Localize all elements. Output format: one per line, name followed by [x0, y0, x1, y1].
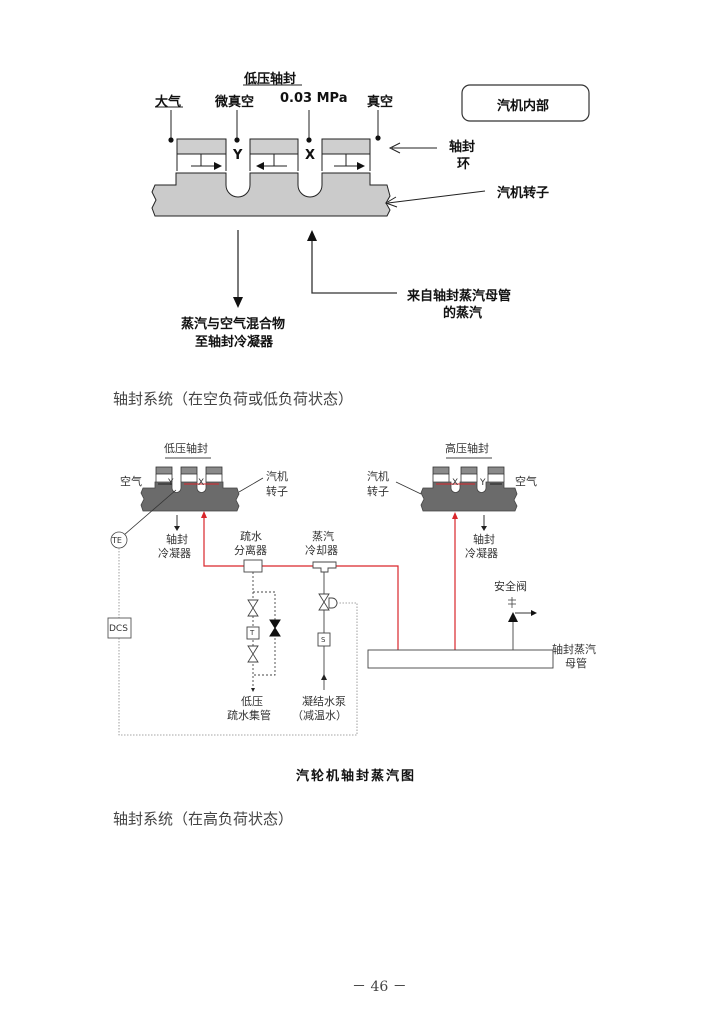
drain-separator-box: [243, 559, 263, 573]
steam-cooler-label-2: 冷却器: [305, 544, 338, 557]
steam-cooler-shape: [312, 561, 337, 573]
diagram2-drawing: [107, 457, 554, 736]
desuperheat-valve: [318, 593, 330, 611]
valve-actuator: [328, 597, 338, 609]
header-label-2: 母管: [565, 657, 587, 670]
hp-y-label: Y: [480, 478, 486, 488]
steam-cooler-label-1: 蒸汽: [312, 530, 334, 543]
label-micro-vacuum: 微真空: [215, 95, 255, 110]
label-seal-ring-2: 环: [457, 157, 471, 172]
pump-label-1: 凝结水泵: [302, 695, 346, 708]
label-to-condenser-2: 至轴封冷凝器: [195, 335, 274, 350]
from-header-arrowhead: [307, 230, 317, 241]
pointer-lines: [170, 110, 379, 139]
strainer-label: S: [321, 636, 326, 644]
turbine-inside-label: 汽机内部: [497, 99, 550, 114]
hp-rotor-label-1: 汽机: [367, 470, 389, 483]
turbine-inside-box: [461, 84, 590, 122]
label-atmosphere: 大气: [155, 95, 182, 110]
lp-condenser-label-1: 轴封: [166, 533, 188, 546]
label-y: Y: [233, 148, 243, 163]
safety-valve-spring: [508, 597, 516, 608]
pump-label-2: （减温水）: [292, 709, 347, 722]
lp-y-label: Y: [168, 478, 174, 488]
lp-drain-label-2: 疏水集管: [227, 709, 271, 722]
seal-ring-arrowhead: [388, 142, 401, 154]
lp-condenser-arrowhead: [174, 526, 180, 531]
label-rotor: 汽机转子: [497, 186, 550, 201]
hp-condenser-label-1: 轴封: [473, 533, 495, 546]
lp-rotor-label-2: 转子: [266, 485, 288, 498]
hp-air-label: 空气: [515, 475, 537, 488]
lp-seal-ring-legs: [155, 474, 223, 482]
control-signal-lines: [118, 548, 358, 736]
hp-rotor: [420, 481, 518, 512]
label-vacuum: 真空: [367, 95, 394, 110]
rotor-pointer: [387, 190, 486, 204]
lp-seal-title: 低压轴封: [164, 442, 208, 455]
drain-valves: [247, 599, 259, 663]
hp-x-label: X: [452, 478, 459, 488]
figure-title: 汽轮机轴封蒸汽图: [296, 769, 417, 784]
hp-seal-ring-legs: [432, 474, 505, 482]
diagram1-title: 低压轴封: [244, 72, 297, 87]
te-label: TE: [112, 536, 122, 545]
lp-seal-rings: [155, 466, 223, 475]
label-from-header-2: 的蒸汽: [443, 306, 483, 321]
label-pressure: 0.03 MPa: [280, 91, 348, 106]
pointer-dots: [168, 135, 381, 143]
caption-high-load: 轴封系统（在高负荷状态）: [113, 810, 294, 828]
safety-valve-outlet-arrow: [531, 610, 537, 616]
pump-arrowhead: [321, 674, 327, 680]
seal-rings: [176, 138, 371, 171]
lp-drain-label-1: 低压: [241, 695, 263, 708]
label-seal-ring-1: 轴封: [449, 140, 476, 155]
trap-box: [246, 626, 260, 640]
rotor-arrowhead: [384, 196, 398, 208]
page-number: － 46 －: [352, 979, 407, 995]
trap-label: T: [250, 629, 255, 637]
drain-separator-label-2: 分离器: [234, 544, 267, 557]
lp-rotor-pointer: [238, 477, 264, 493]
drain-separator-label-1: 疏水: [240, 530, 262, 543]
hp-seal-rings: [432, 466, 505, 475]
lp-steam-arrowhead: [201, 511, 207, 518]
safety-valve-label: 安全阀: [494, 580, 527, 593]
hp-steam-arrowhead: [452, 512, 458, 519]
to-condenser-arrowhead: [233, 297, 243, 308]
hp-condenser-label-2: 冷凝器: [465, 547, 498, 560]
hp-rotor-label-2: 转子: [367, 485, 389, 498]
drain-arrowhead: [251, 688, 255, 692]
hp-seal-title: 高压轴封: [445, 442, 489, 455]
header-label-1: 轴封蒸汽: [552, 643, 596, 656]
lp-condenser-label-2: 冷凝器: [158, 547, 191, 560]
te-signal-line: [123, 489, 177, 536]
label-from-header-1: 来自轴封蒸汽母管: [407, 289, 512, 304]
strainer-box: [317, 632, 331, 647]
bypass-valve-closed: [269, 619, 281, 637]
drain-dashed-line: [252, 572, 276, 690]
rotor-shape: [151, 172, 391, 217]
lp-rotor-label-1: 汽机: [266, 470, 288, 483]
dcs-box: [107, 617, 132, 639]
diagram1-drawing: [151, 84, 590, 308]
from-header-arrow: [311, 240, 397, 294]
lp-air-label: 空气: [120, 475, 142, 488]
seal-steam-header: [367, 649, 554, 669]
safety-valve-body: [508, 612, 518, 622]
dcs-label: DCS: [109, 624, 128, 634]
lp-x-label: X: [198, 478, 205, 488]
steam-lines: [203, 516, 456, 650]
hp-condenser-arrowhead: [481, 526, 487, 531]
caption-low-load: 轴封系统（在空负荷或低负荷状态）: [113, 390, 354, 408]
label-to-condenser-1: 蒸汽与空气混合物: [181, 317, 286, 332]
lp-rotor: [140, 481, 240, 512]
label-x: X: [305, 148, 316, 163]
hp-rotor-pointer: [395, 481, 422, 495]
